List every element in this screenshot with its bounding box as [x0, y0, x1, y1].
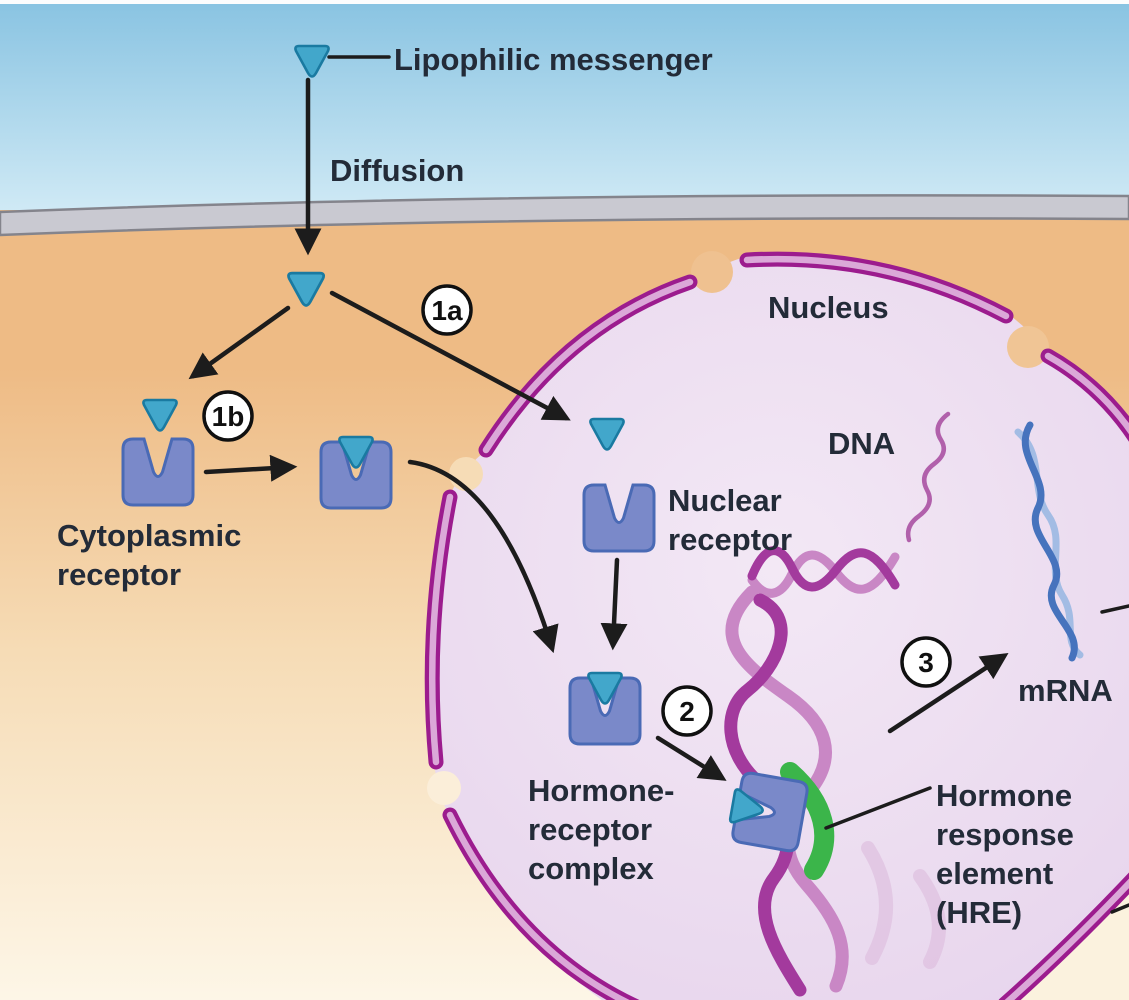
- nuclear-envelope-segment: [446, 811, 630, 1000]
- cytoplasmic-receptor-label-line2: receptor: [57, 557, 181, 592]
- extracellular-space: [0, 4, 1129, 230]
- mrna-strand: [1014, 421, 1084, 662]
- hormone-receptor-complex-label-line3: complex: [528, 851, 655, 886]
- arrow-into-nucleus: [407, 459, 559, 654]
- mrna-label: mRNA: [1018, 673, 1113, 708]
- step-badge-1a-label: 1a: [431, 295, 463, 326]
- arrow-1b: [188, 305, 291, 380]
- step-badge-1b-label: 1b: [212, 401, 245, 432]
- hre-label-line3: element: [936, 856, 1053, 891]
- dna-thin-tail: [905, 411, 951, 543]
- top-border: [0, 0, 1129, 6]
- hre-label-line2: response: [936, 817, 1074, 852]
- dna-faint-ribbon: [861, 841, 893, 965]
- step-badge-3: 3: [900, 636, 952, 688]
- nuclear-receptor-label-line2: receptor: [668, 522, 792, 557]
- step-badge-1b-circle: [202, 390, 254, 442]
- step-badge-1a-circle: [421, 284, 473, 336]
- step-badge-1a: 1a: [421, 284, 473, 336]
- step-badge-3-circle: [900, 636, 952, 688]
- nucleus-label: Nucleus: [768, 290, 889, 325]
- nuclear-envelope-segment: [1004, 878, 1129, 1000]
- dna-strand-light: [747, 550, 900, 598]
- step-badge-2-circle: [661, 685, 713, 737]
- nuclear-pore: [1007, 326, 1049, 368]
- step-badge-3-label: 3: [918, 647, 934, 678]
- hre-label-line4: (HRE): [936, 895, 1022, 930]
- cytoplasm-corner: [1008, 882, 1129, 1000]
- arrow-step-2: [655, 735, 727, 781]
- nuclear-pore: [427, 771, 461, 805]
- mrna-strand-dark: [1021, 421, 1078, 662]
- nuclear-receptor-label-line1: Nuclear: [668, 483, 782, 518]
- step-badge-2-label: 2: [679, 696, 695, 727]
- nuclear-envelope-segment: [1044, 352, 1129, 435]
- diffusion-label: Diffusion: [330, 153, 464, 188]
- edge-dash-top: [1100, 604, 1129, 614]
- arrow-step-3: [887, 653, 1009, 734]
- hre-label-line1: Hormone: [936, 778, 1072, 813]
- step-badge-1b: 1b: [202, 390, 254, 442]
- plasma-membrane: [0, 194, 1129, 237]
- nuclear-envelope-segment: [482, 278, 694, 454]
- arrow-nuclear-receptor-down: [600, 557, 628, 651]
- edge-dash-bottom: [1110, 903, 1129, 914]
- nuclear-envelope-segment: [428, 493, 454, 766]
- hormone-receptor-complex-label-line2: receptor: [528, 812, 652, 847]
- nuclear-envelope: [424, 251, 1129, 1000]
- hormone-receptor-complex-label-line1: Hormone-: [528, 773, 674, 808]
- cytoplasmic-receptor-label-line1: Cytoplasmic: [57, 518, 241, 553]
- lipophilic-messenger-label: Lipophilic messenger: [394, 42, 713, 77]
- dna-strand-dark: [747, 546, 900, 592]
- dna-label: DNA: [828, 426, 895, 461]
- arrow-receptor-binding: [203, 454, 298, 482]
- nuclear-envelope-segment: [743, 255, 1010, 320]
- step-badge-2: 2: [661, 685, 713, 737]
- hre-leader-line: [824, 786, 932, 830]
- nuclear-pore: [691, 251, 733, 293]
- arrow-1a: [329, 290, 571, 421]
- dna-faint-ribbon: [913, 869, 946, 969]
